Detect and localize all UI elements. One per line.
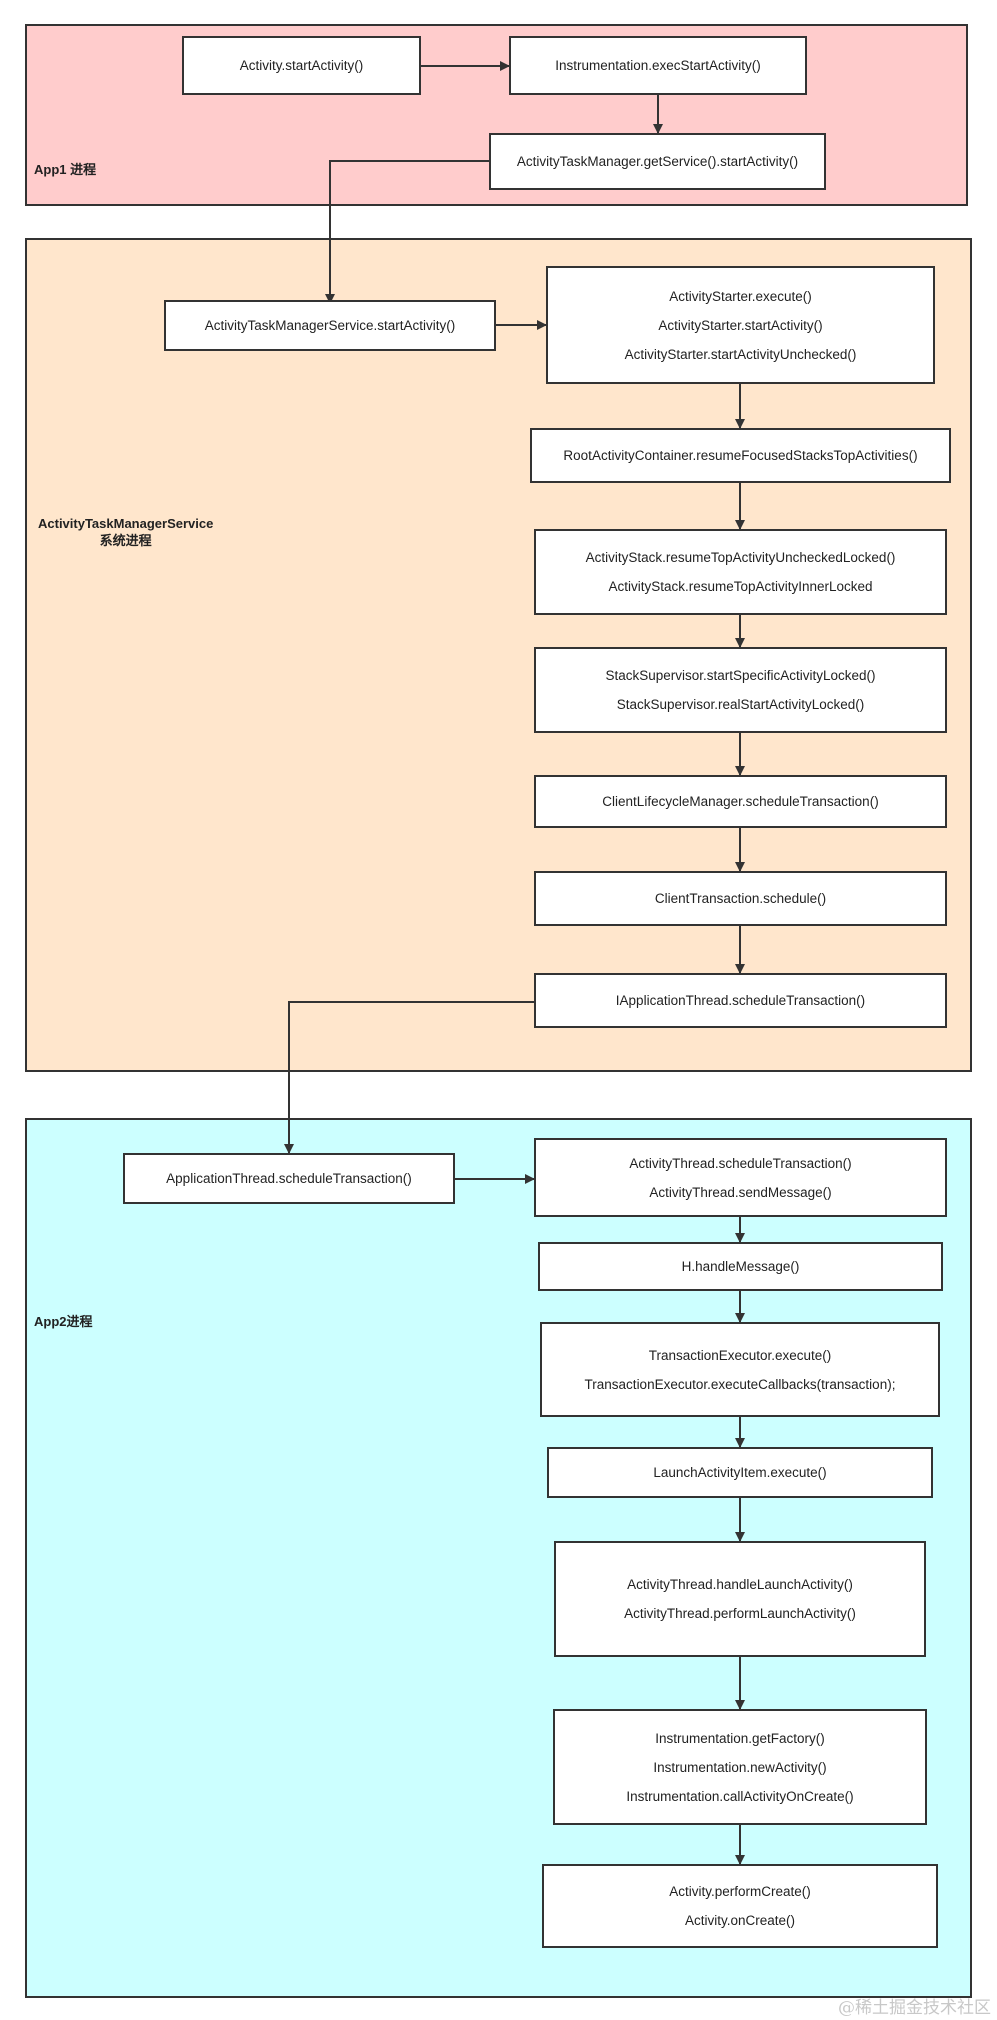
node-text-line: ActivityTaskManagerService.startActivity… [204, 318, 456, 333]
node-transaction-executor: TransactionExecutor.execute() Transaction… [540, 1322, 940, 1417]
node-text-line: TransactionExecutor.executeCallbacks(tra… [584, 1376, 896, 1392]
node-application-thread: ApplicationThread.scheduleTransaction() [123, 1153, 455, 1204]
node-text-line: Instrumentation.getFactory() [655, 1730, 825, 1746]
node-instrumentation-factory: Instrumentation.getFactory() Instrumentat… [553, 1709, 927, 1825]
node-iapplication-thread: IApplicationThread.scheduleTransaction() [534, 973, 947, 1028]
node-text-line: ClientLifecycleManager.scheduleTransacti… [602, 794, 879, 809]
node-text-line: ActivityStarter.startActivity() [658, 317, 823, 333]
node-client-transaction: ClientTransaction.schedule() [534, 871, 947, 926]
node-activity-perform-create: Activity.performCreate() Activity.onCreat… [542, 1864, 938, 1948]
node-text-line: ActivityThread.sendMessage() [649, 1184, 832, 1200]
node-text-line: Activity.onCreate() [684, 1913, 796, 1928]
node-text-line: IApplicationThread.scheduleTransaction() [615, 993, 866, 1008]
node-atm-getservice: ActivityTaskManager.getService().startAc… [489, 133, 826, 190]
node-handle-launch-activity: ActivityThread.handleLaunchActivity() Act… [554, 1541, 926, 1657]
node-text-line: ActivityStack.resumeTopActivityInnerLock… [608, 579, 873, 594]
node-text-line: StackSupervisor.realStartActivityLocked(… [616, 697, 865, 712]
node-text-line: Activity.performCreate() [669, 1884, 811, 1899]
node-activity-start: Activity.startActivity() [182, 36, 421, 95]
region-app2-label: App2进程 [34, 1313, 93, 1330]
node-atms-start: ActivityTaskManagerService.startActivity… [164, 300, 496, 351]
region-label-line: ActivityTaskManagerService [38, 516, 214, 531]
node-text-line: LaunchActivityItem.execute() [653, 1465, 827, 1480]
node-text-line: Activity.startActivity() [239, 58, 364, 73]
node-instrumentation-exec: Instrumentation.execStartActivity() [509, 36, 807, 95]
region-ams-label: ActivityTaskManagerService 系统进程 [38, 515, 213, 549]
node-activity-stack: ActivityStack.resumeTopActivityUnchecked… [534, 529, 947, 615]
node-text-line: TransactionExecutor.execute() [648, 1347, 832, 1363]
node-text-line: ActivityThread.performLaunchActivity() [624, 1606, 856, 1621]
node-text-line: Instrumentation.callActivityOnCreate() [626, 1788, 854, 1804]
node-text-line: ApplicationThread.scheduleTransaction() [166, 1171, 412, 1186]
node-text-line: StackSupervisor.startSpecificActivityLoc… [605, 668, 876, 683]
node-text-line: ActivityTaskManager.getService().startAc… [516, 154, 799, 169]
node-stack-supervisor: StackSupervisor.startSpecificActivityLoc… [534, 647, 947, 733]
node-launch-activity-item: LaunchActivityItem.execute() [547, 1447, 933, 1498]
region-label-line: 系统进程 [99, 533, 152, 548]
node-h-handle-message: H.handleMessage() [538, 1242, 943, 1291]
node-text-line: Instrumentation.execStartActivity() [555, 58, 761, 73]
node-client-lifecycle-manager: ClientLifecycleManager.scheduleTransacti… [534, 775, 947, 828]
node-text-line: H.handleMessage() [681, 1259, 800, 1274]
node-activity-thread: ActivityThread.scheduleTransaction() Acti… [534, 1138, 947, 1217]
watermark: @稀土掘金技术社区 [838, 1998, 991, 2018]
node-text-line: ActivityStarter.execute() [669, 288, 812, 304]
node-text-line: ActivityThread.handleLaunchActivity() [627, 1577, 853, 1592]
node-text-line: Instrumentation.newActivity() [653, 1759, 827, 1775]
node-text-line: ActivityStack.resumeTopActivityUnchecked… [585, 550, 896, 565]
node-root-activity-container: RootActivityContainer.resumeFocusedStack… [530, 428, 951, 483]
node-activity-starter: ActivityStarter.execute() ActivityStarter… [546, 266, 935, 384]
region-label-line: App2进程 [34, 1314, 93, 1329]
node-text-line: ActivityThread.scheduleTransaction() [629, 1155, 852, 1171]
node-text-line: RootActivityContainer.resumeFocusedStack… [563, 448, 918, 463]
node-text-line: ActivityStarter.startActivityUnchecked() [624, 346, 857, 362]
region-label-line: App1 进程 [34, 162, 97, 177]
node-text-line: ClientTransaction.schedule() [654, 891, 827, 906]
region-app1-label: App1 进程 [34, 161, 96, 178]
